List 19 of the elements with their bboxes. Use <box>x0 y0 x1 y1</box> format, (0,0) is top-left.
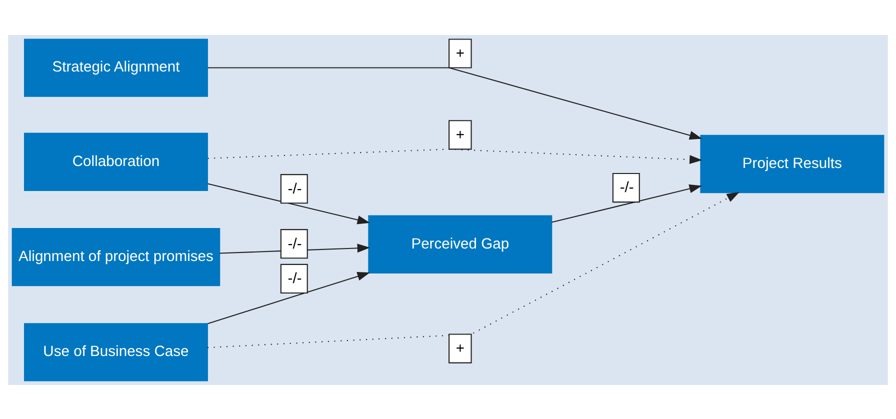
node-box: Use of Business Case <box>24 322 208 381</box>
arrow <box>552 184 702 222</box>
arrow <box>208 272 370 324</box>
arrow <box>208 148 702 164</box>
arrow <box>208 182 370 224</box>
edge-label: -/- <box>288 236 302 252</box>
edge-label: + <box>456 126 465 143</box>
node-box: Project Results <box>700 134 884 193</box>
node-box: Perceived Gap <box>368 214 552 273</box>
node-box: Collaboration <box>24 132 208 190</box>
edge-label: + <box>456 340 465 356</box>
edge-label: + <box>456 45 465 62</box>
arrow <box>207 191 740 348</box>
edge-label: -/- <box>288 270 302 287</box>
edge-label: -/- <box>620 180 634 196</box>
edge-label: -/- <box>288 180 302 197</box>
node-box: Strategic Alignment <box>24 38 208 96</box>
node-box: Alignment of project promises <box>12 227 220 286</box>
arrow <box>208 66 702 140</box>
